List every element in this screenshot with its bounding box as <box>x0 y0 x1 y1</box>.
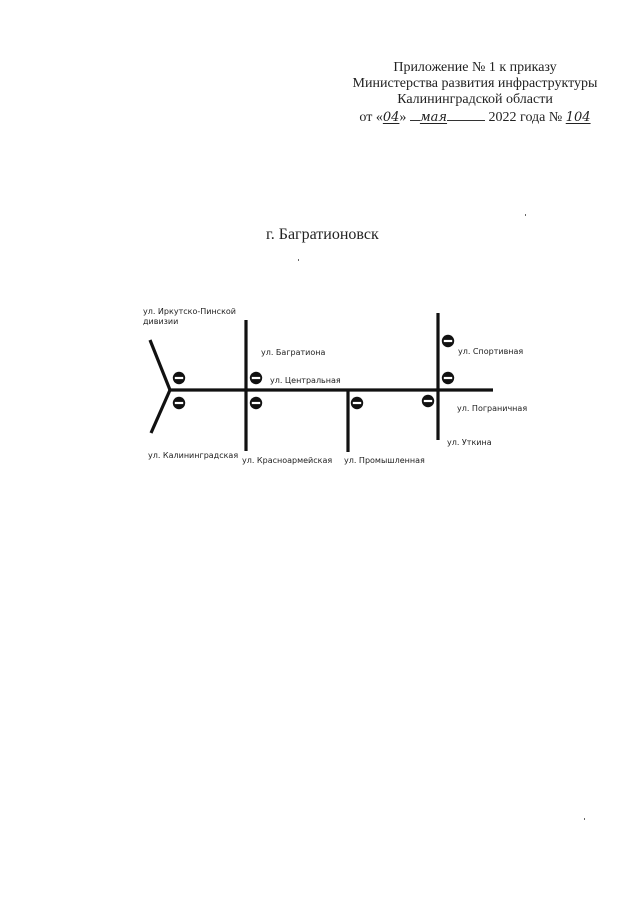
date-day-suffix: » <box>399 110 407 125</box>
blank-underline <box>447 108 486 121</box>
handwritten-day: 04 <box>382 110 400 125</box>
no-entry-sign-icon <box>350 396 364 410</box>
kaliningradskaya-road <box>149 389 172 434</box>
scan-speck <box>298 259 299 261</box>
no-entry-sign-icon <box>441 334 455 348</box>
handwritten-month: мая <box>419 110 448 125</box>
label-irkutsk-line2: дивизии <box>143 317 178 326</box>
handwritten-order-number: 104 <box>565 110 591 125</box>
scan-speck <box>525 214 526 216</box>
label-tsentralnaya: ул. Центральная <box>270 376 341 385</box>
label-pogranichnaya: ул. Пограничная <box>457 404 527 413</box>
street-lines <box>148 313 493 452</box>
label-utkina: ул. Уткина <box>447 438 492 447</box>
region-line: Калининградской области <box>397 92 553 107</box>
order-date-line: от «04» мая 2022 года № 104 <box>330 108 620 126</box>
label-sportivnaya: ул. Спортивная <box>458 347 523 356</box>
no-entry-sign-icon <box>249 396 263 410</box>
label-kaliningradskaya: ул. Калининградская <box>148 451 238 460</box>
no-entry-sign-icon <box>421 394 435 408</box>
city-title: г. Багратионовск <box>266 226 379 243</box>
no-entry-sign-icon <box>172 396 186 410</box>
scan-speck <box>584 818 585 820</box>
no-entry-sign-icon <box>441 371 455 385</box>
no-entry-sign-icon <box>172 371 186 385</box>
ministry-line: Министерства развития инфраструктуры <box>352 76 598 91</box>
label-irkutsk-line1: ул. Иркутско-Пинской <box>143 307 236 316</box>
label-promyshlennaya: ул. Промышленная <box>344 456 425 465</box>
year-and-number-label: 2022 года № <box>488 110 563 125</box>
label-krasnoarmeyskaya: ул. Красноармейская <box>242 456 332 465</box>
no-entry-sign-icon <box>249 371 263 385</box>
order-appendix-header: Приложение № 1 к приказу Министерства ра… <box>330 60 620 126</box>
date-prefix: от « <box>359 110 383 125</box>
label-bagrationa: ул. Багратиона <box>261 348 325 357</box>
appendix-line: Приложение № 1 к приказу <box>393 60 557 75</box>
irkutsk-road <box>148 339 172 391</box>
blank-underline <box>409 108 420 121</box>
